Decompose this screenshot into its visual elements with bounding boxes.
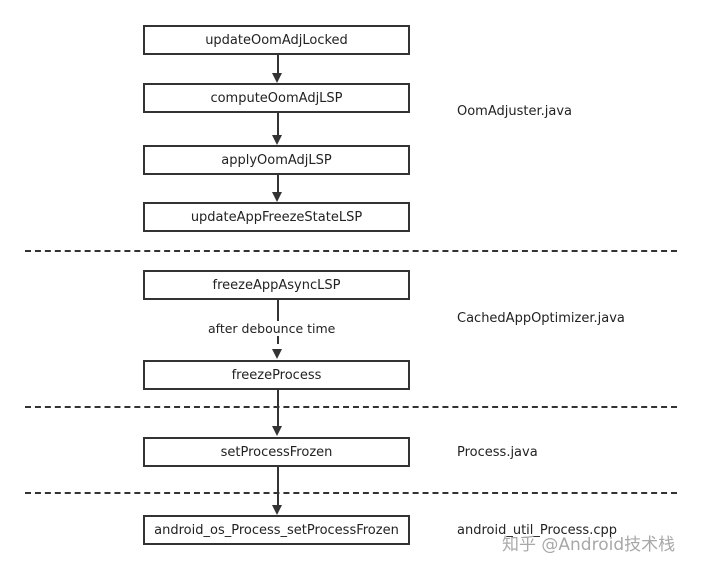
file-label-process-cpp: android_util_Process.cpp (457, 523, 617, 538)
arrowhead-4 (272, 349, 282, 359)
arrowhead-5 (272, 426, 282, 436)
arrowhead-1 (272, 73, 282, 83)
arrowhead-3 (272, 192, 282, 202)
box-freeze-app-async: freezeAppAsyncLSP (143, 270, 410, 300)
box-freeze-process: freezeProcess (143, 360, 410, 390)
box-label: computeOomAdjLSP (210, 90, 343, 106)
box-compute-oom-adj: computeOomAdjLSP (143, 83, 410, 113)
box-update-app-freeze-state: updateAppFreezeStateLSP (143, 202, 410, 232)
connector-3 (276, 174, 279, 192)
file-label-cached-app-optimizer: CachedAppOptimizer.java (457, 311, 625, 326)
box-label: freezeProcess (231, 367, 322, 383)
connector-1 (276, 55, 279, 73)
divider-1 (25, 250, 677, 252)
arrowhead-2 (272, 135, 282, 145)
divider-3 (25, 492, 677, 494)
box-label: applyOomAdjLSP (221, 152, 332, 168)
connector-6 (276, 467, 279, 505)
divider-2 (25, 406, 677, 408)
box-label: setProcessFrozen (220, 444, 333, 460)
arrowhead-6 (272, 505, 282, 515)
file-label-process-java: Process.java (457, 445, 538, 460)
box-label: android_os_Process_setProcessFrozen (154, 522, 399, 538)
file-label-oom-adjuster: OomAdjuster.java (457, 104, 573, 119)
edge-label-debounce: after debounce time (206, 321, 338, 336)
watermark: 知乎 @Android技术栈 (502, 535, 676, 555)
box-label: updateAppFreezeStateLSP (190, 209, 363, 225)
box-apply-oom-adj: applyOomAdjLSP (143, 145, 410, 175)
box-update-oom-adj-locked: updateOomAdjLocked (143, 25, 410, 55)
box-set-process-frozen: setProcessFrozen (143, 437, 410, 467)
box-label: freezeAppAsyncLSP (212, 277, 341, 293)
box-native-set-process-frozen: android_os_Process_setProcessFrozen (143, 515, 410, 545)
connector-2 (276, 113, 279, 135)
box-label: updateOomAdjLocked (205, 32, 348, 48)
